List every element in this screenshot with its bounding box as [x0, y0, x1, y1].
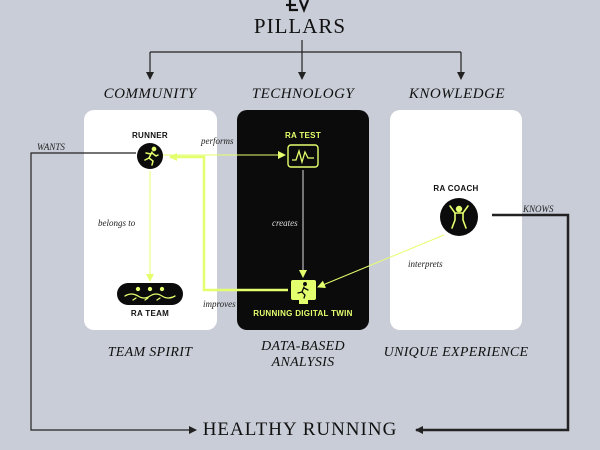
belongs-to-label: belongs to	[98, 218, 136, 228]
footer-unique-experience: UNIQUE EXPERIENCE	[383, 345, 529, 360]
coach-icon	[449, 205, 469, 229]
digital-twin-node	[291, 280, 316, 304]
interprets-label: interprets	[408, 259, 443, 269]
improves-label: improves	[203, 299, 236, 309]
edge-interprets	[317, 234, 445, 289]
ra-test-label: RA TEST	[284, 131, 322, 140]
twin-runner-icon	[297, 282, 309, 299]
pillars-title: PILLARS	[253, 14, 347, 38]
footer-data-based-analysis-text: DATA-BASED ANALYSIS	[261, 339, 345, 370]
ra-coach-node	[440, 198, 478, 236]
ra-coach-label: RA COACH	[433, 184, 479, 193]
digital-twin-label: RUNNING DIGITAL TWIN	[253, 309, 353, 318]
edge-knows	[415, 213, 570, 434]
ra-test-node	[287, 144, 319, 168]
runner-icon	[144, 146, 159, 166]
team-icon	[124, 286, 176, 301]
edge-improves	[169, 153, 288, 292]
column-heading-knowledge: KNOWLEDGE	[408, 86, 506, 102]
column-heading-technology: TECHNOLOGY	[251, 86, 355, 102]
performs-label: performs	[201, 136, 234, 146]
healthy-running-goal: HEALTHY RUNNING	[202, 419, 398, 440]
wants-label: WANTS	[37, 142, 65, 152]
edge-wants	[30, 152, 197, 434]
ra-team-node	[117, 283, 183, 305]
ra-team-label: RA TEAM	[130, 309, 170, 318]
runner-node	[137, 143, 163, 169]
brand-logo	[286, 0, 310, 13]
column-heading-community: COMMUNITY	[103, 86, 197, 102]
pillars-connector	[146, 40, 465, 80]
creates-label: creates	[272, 218, 298, 228]
knows-label: KNOWS	[523, 204, 554, 214]
runner-label: RUNNER	[131, 131, 169, 140]
footer-data-based-analysis: DATA-BASED ANALYSIS	[213, 339, 393, 371]
footer-team-spirit: TEAM SPIRIT	[107, 345, 193, 360]
waveform-icon	[292, 148, 314, 165]
